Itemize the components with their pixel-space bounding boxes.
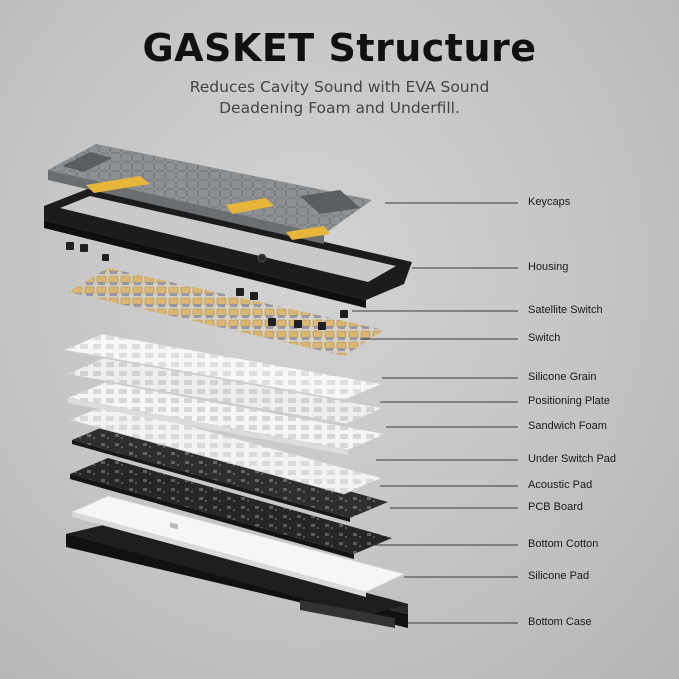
label-acoustic-pad: Acoustic Pad [528,479,593,491]
label-bottom-cotton: Bottom Cotton [528,538,599,550]
page-subtitle: Reduces Cavity Sound with EVA Sound Dead… [0,77,679,119]
silicone-pad-layer [70,495,406,597]
satellite-switch-layer [66,242,348,330]
bottom-case-layer [66,524,408,628]
subtitle-line-1: Reduces Cavity Sound with EVA Sound [189,78,490,96]
positioning-plate-layer [64,357,386,425]
sandwich-foam-layer [66,381,388,455]
switch-layer [68,268,384,356]
label-silicone-grain: Silicone Grain [528,371,597,383]
silicone-grain-layer [62,333,384,401]
subtitle-line-2: Deadening Foam and Underfill. [219,99,460,117]
acoustic-pad-layer [72,424,388,522]
label-bottom-case: Bottom Case [528,616,592,628]
keycaps-layer [48,144,372,244]
page-title: GASKET Structure [142,26,537,70]
under-switch-pad-layer [68,403,384,495]
label-housing: Housing [528,261,569,273]
label-keycaps: Keycaps [528,196,571,208]
label-positioning-plate: Positioning Plate [528,395,610,407]
label-sandwich-foam: Sandwich Foam [528,420,607,432]
label-under-switch-pad: Under Switch Pad [528,453,617,465]
label-switch: Switch [528,332,561,344]
label-satellite-switch: Satellite Switch [528,304,603,316]
label-silicone-pad: Silicone Pad [528,570,590,582]
leader-lines [352,202,518,624]
label-pcb-board: PCB Board [528,501,584,513]
pcb-board-layer [70,458,392,559]
housing-layer [44,188,412,308]
